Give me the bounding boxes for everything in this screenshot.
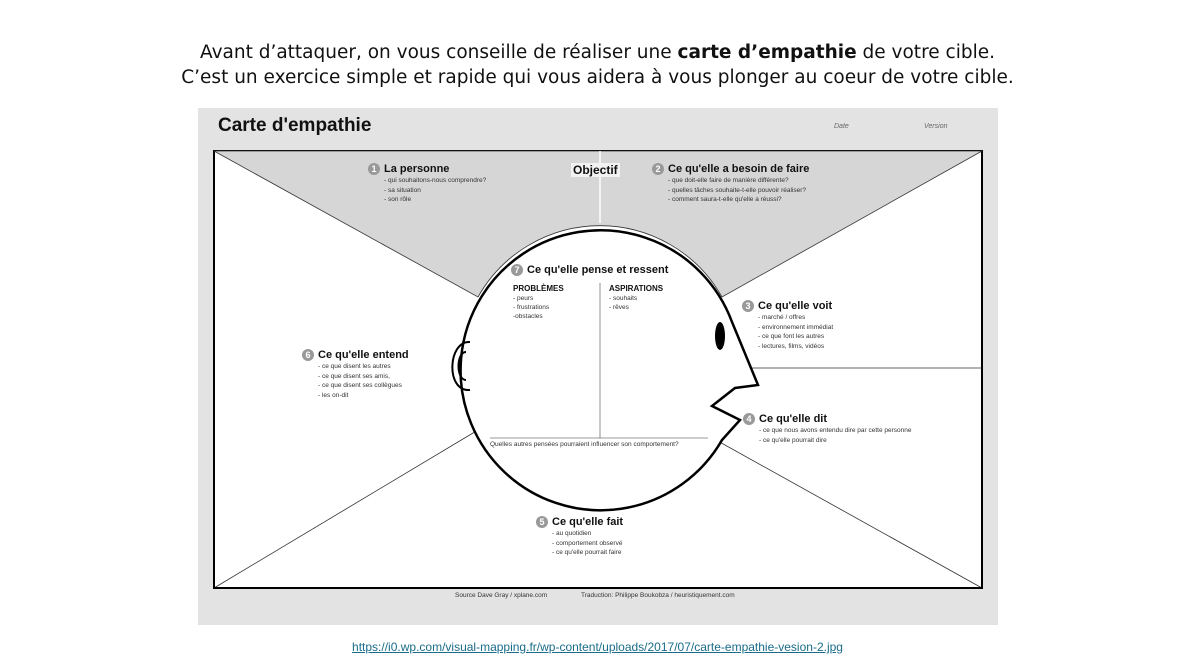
number-badge: 3 [742,300,754,312]
eye [715,322,725,350]
section-title: Ce qu'elle a besoin de faire [668,163,810,175]
list-item: - ce que disent ses collègues [318,382,402,389]
list-item: - ce que nous avons entendu dire par cet… [759,427,912,434]
list-item: - rêves [609,304,629,311]
list-item: - qui souhaitons-nous comprendre? [384,177,487,184]
section-needs: 2 Ce qu'elle a besoin de faire - que doit… [652,163,809,205]
question-text: Quelles autres pensées pourraient influe… [490,441,679,448]
list-item: - marché / offres [758,314,806,321]
list-item: - ce que disent ses amis, [318,372,390,380]
list-item: - ce que font les autres [758,333,825,340]
intro-bold: carte d’empathie [677,42,857,63]
list-item: - frustrations [513,304,550,311]
section-title: Ce qu'elle voit [758,300,833,312]
image-source-link[interactable]: https://i0.wp.com/visual-mapping.fr/wp-c… [352,640,843,654]
number-badge: 4 [743,413,755,425]
section-title: Ce qu'elle entend [318,349,409,361]
list-item: -obstacles [513,313,543,320]
section-person: 1 La personne - qui souhaitons-nous compr… [368,163,486,205]
intro-text: Avant d’attaquer, on vous conseille de r… [0,40,1195,90]
number-badge: 7 [511,264,523,276]
number-badge: 1 [368,163,380,175]
section-sees: 3 Ce qu'elle voit - marché / offres - envi… [742,300,833,351]
aspirations-title: ASPIRATIONS [609,284,664,293]
section-says: 4 Ce qu'elle dit - ce que nous avons ente… [743,413,912,445]
list-item: - comment saura-t-elle qu'elle a réussi? [668,196,782,203]
list-item: - sa situation [384,186,421,194]
problems-title: PROBLÈMES [513,284,564,293]
list-item: - comportement observé [552,539,623,547]
list-item: - souhaits [609,295,638,302]
list-item: - peurs [513,295,534,302]
source-credit: Source Dave Gray / xplane.com [455,592,548,599]
section-title: Ce qu'elle pense et ressent [527,264,669,276]
section-hears: 6 Ce qu'elle entend - ce que disent les a… [302,349,409,400]
head-outline [459,229,760,512]
problems-block: PROBLÈMES - peurs - frustrations -obstacle… [513,284,564,321]
list-item: - que doit-elle faire de manière différe… [668,177,789,184]
list-item: - ce qu'elle pourrait dire [759,436,827,444]
number-badge: 5 [536,516,548,528]
list-item: - ce qu'elle pourrait faire [552,549,622,556]
list-item: - lectures, films, vidéos [758,342,825,350]
number-badge: 6 [302,349,314,361]
intro-line1-end: de votre cible. [856,42,995,63]
section-title: La personne [384,163,450,175]
list-item: - au quotidien [552,530,592,537]
number-badge: 2 [652,163,664,175]
objective-label: Objectif [571,163,620,177]
aspirations-block: ASPIRATIONS - souhaits - rêves [609,284,663,312]
section-thinks: 7 Ce qu'elle pense et ressent [511,264,668,276]
list-item: - environnement immédiat [758,323,834,331]
list-item: - ce que disent les autres [318,363,391,370]
version-label: Version [924,123,948,130]
list-item: - les on-dit [318,391,349,399]
intro-line1: Avant d’attaquer, on vous conseille de r… [200,42,678,63]
translation-credit: Traduction: Philippe Boukobza / heuristi… [581,592,735,599]
map-title: Carte d'empathie [218,115,372,136]
list-item: - son rôle [384,196,412,203]
date-label: Date [834,123,849,130]
section-title: Ce qu'elle dit [759,413,828,425]
ear [451,340,471,392]
list-item: - quelles tâches souhaite-t-elle pouvoir… [668,186,807,194]
section-title: Ce qu'elle fait [552,516,624,528]
intro-line2: C’est un exercice simple et rapide qui v… [181,67,1014,88]
section-does: 5 Ce qu'elle fait - au quotidien - comport… [536,516,623,558]
